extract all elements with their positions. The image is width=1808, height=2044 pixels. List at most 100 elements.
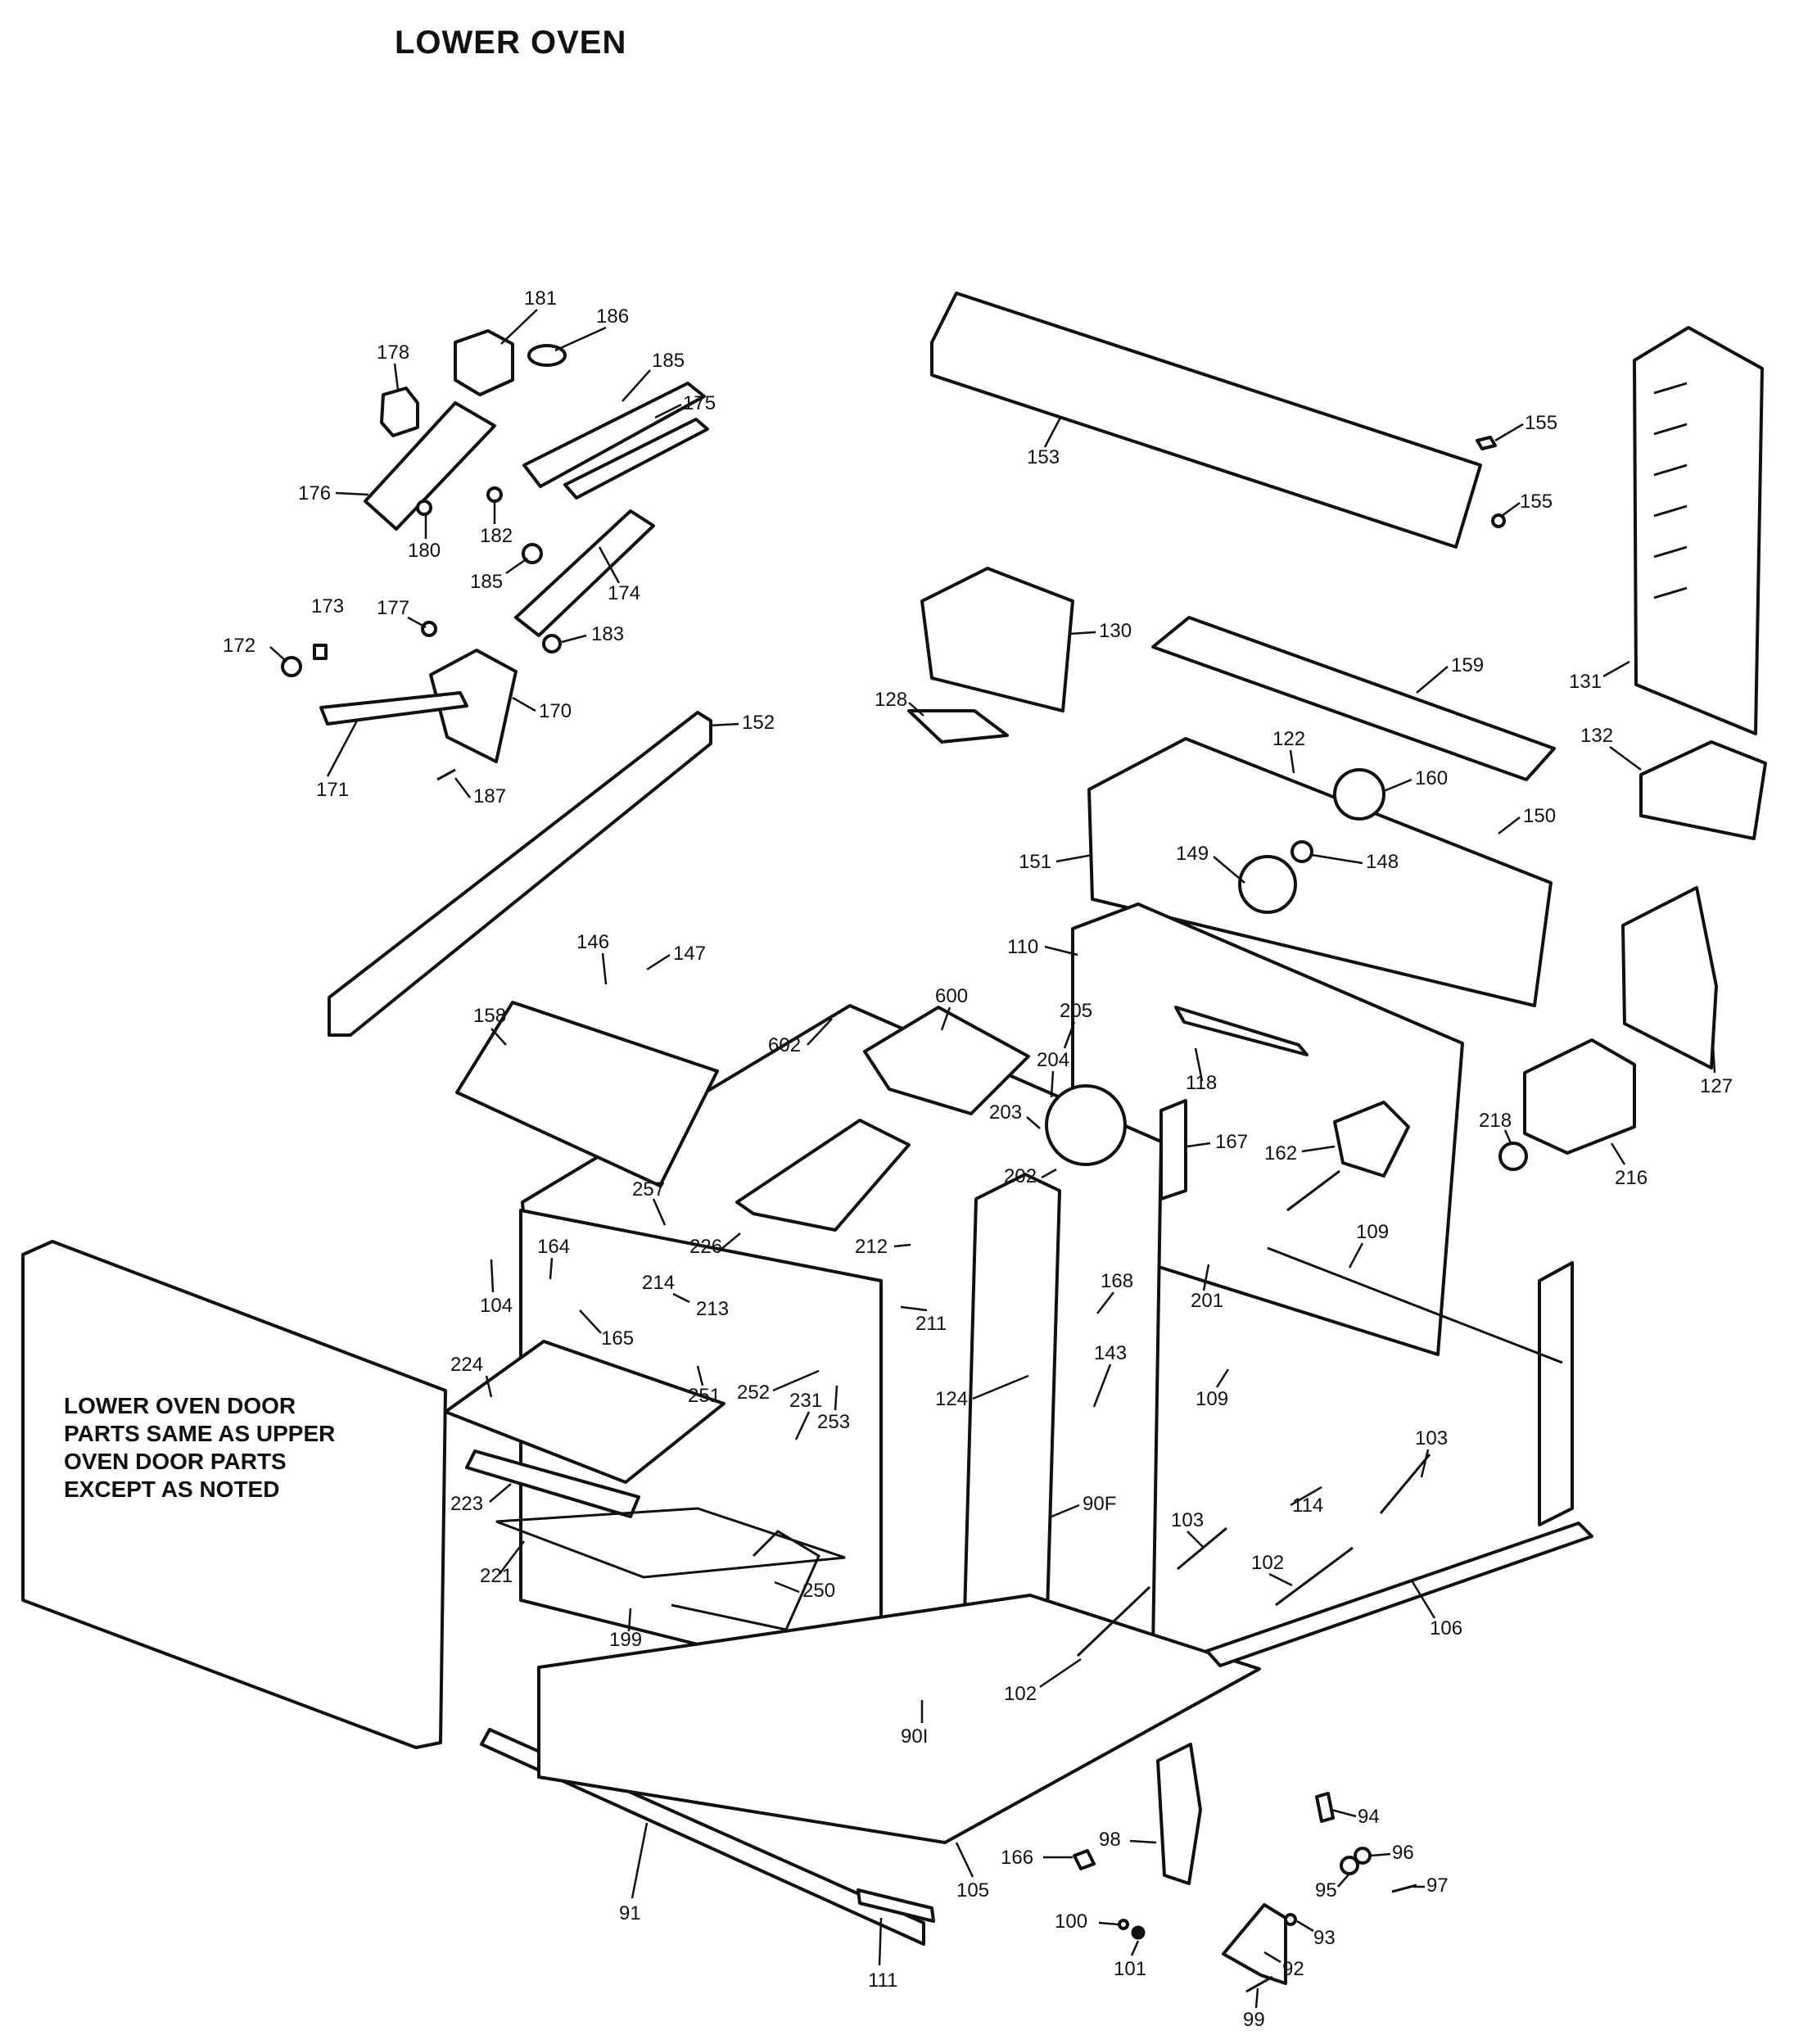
callout-160: 160	[1415, 767, 1448, 789]
part-223-rack	[465, 1449, 640, 1518]
callout-201: 201	[1191, 1290, 1223, 1312]
part-94-block	[1315, 1792, 1335, 1823]
part-103-spring	[1177, 1526, 1227, 1571]
callout-175: 175	[683, 392, 716, 414]
callout-155: 155	[1525, 412, 1557, 434]
part-103-spring-b	[1379, 1454, 1431, 1514]
callout-251: 251	[688, 1385, 721, 1407]
callout-94: 94	[1358, 1806, 1380, 1828]
callout-226: 226	[689, 1236, 722, 1258]
callout-132: 132	[1580, 725, 1613, 747]
callout-127: 127	[1700, 1075, 1733, 1097]
callout-130: 130	[1099, 620, 1132, 642]
part-181-motor	[454, 329, 514, 396]
leader-lines	[269, 309, 1716, 2009]
callout-143: 143	[1094, 1342, 1127, 1364]
callout-216: 216	[1615, 1167, 1648, 1189]
callout-109: 109	[1356, 1221, 1389, 1243]
part-226-broil-pan	[735, 1119, 911, 1232]
callout-122: 122	[1272, 728, 1305, 750]
callout-110: 110	[1007, 936, 1038, 958]
part-178-switch	[380, 387, 419, 437]
part-98-hinge	[1156, 1743, 1202, 1885]
callout-166: 166	[1001, 1847, 1033, 1869]
callout-213: 213	[696, 1298, 729, 1320]
part-172-nut	[281, 656, 302, 677]
door-note-line: EXCEPT AS NOTED	[64, 1476, 280, 1502]
callout-97: 97	[1426, 1874, 1449, 1897]
callout-124: 124	[935, 1388, 968, 1410]
callout-600: 600	[935, 985, 968, 1007]
oven-door-panel	[21, 1240, 447, 1749]
diagram-title: LOWER OVEN	[395, 25, 627, 61]
part-159-cover	[1151, 616, 1556, 781]
callout-602: 602	[768, 1034, 801, 1056]
callout-96: 96	[1392, 1842, 1414, 1864]
part-155-clip	[1476, 436, 1497, 450]
part-218-knob	[1498, 1142, 1528, 1171]
part-99-pin	[1245, 1975, 1273, 1993]
part-160-control	[1333, 768, 1385, 821]
callout-165: 165	[601, 1327, 634, 1350]
callout-212: 212	[855, 1236, 888, 1258]
part-183-grommet	[542, 634, 562, 653]
part-106-rail	[1205, 1522, 1593, 1667]
callout-257: 257	[632, 1178, 665, 1201]
callout-90F: 90F	[1083, 1493, 1116, 1515]
part-180-screw	[416, 500, 432, 516]
callout-203: 203	[989, 1101, 1022, 1124]
part-111-strip	[857, 1888, 935, 1923]
door-note-line: LOWER OVEN DOOR	[64, 1393, 296, 1418]
part-174-rail	[514, 509, 655, 637]
callout-252: 252	[737, 1382, 770, 1404]
callout-205: 205	[1060, 1000, 1092, 1022]
callout-170: 170	[539, 700, 572, 722]
part-130-box	[920, 567, 1074, 712]
door-note: LOWER OVEN DOOR PARTS SAME AS UPPER OVEN…	[64, 1392, 359, 1504]
part-101-nut	[1131, 1925, 1146, 1940]
part-97-pin	[1391, 1883, 1417, 1893]
part-162-thermostat	[1333, 1101, 1410, 1178]
part-93-screw	[1284, 1913, 1297, 1926]
part-102-spring	[1076, 1585, 1151, 1657]
latch-assembly	[281, 329, 709, 781]
callout-186: 186	[596, 305, 629, 328]
part-131-vent	[1633, 326, 1764, 735]
callout-202: 202	[1004, 1165, 1037, 1187]
callout-185: 185	[470, 571, 503, 593]
part-175-arm	[522, 382, 706, 488]
callout-211: 211	[915, 1313, 947, 1335]
part-150-panel	[1087, 737, 1553, 1007]
callout-148: 148	[1366, 851, 1399, 873]
part-167-bracket	[1159, 1099, 1187, 1201]
callout-98: 98	[1099, 1829, 1121, 1851]
part-frame-right	[1538, 1261, 1574, 1526]
callout-253: 253	[817, 1411, 850, 1433]
callout-187: 187	[473, 785, 506, 807]
callout-204: 204	[1037, 1049, 1069, 1071]
part-109-rod	[1267, 1246, 1563, 1364]
callout-176: 176	[298, 482, 331, 504]
callout-103: 103	[1415, 1427, 1448, 1449]
part-162-probe	[1286, 1169, 1340, 1212]
callout-167: 167	[1215, 1131, 1248, 1153]
callout-146: 146	[576, 931, 609, 953]
part-170-latch	[429, 649, 518, 763]
part-132-bracket	[1639, 740, 1767, 840]
part-224-pan	[444, 1340, 725, 1484]
part-185-spacer	[522, 543, 543, 564]
callout-223: 223	[450, 1493, 483, 1515]
part-149-fan	[1238, 855, 1297, 914]
callout-104: 104	[480, 1295, 513, 1317]
callout-150: 150	[1523, 805, 1556, 827]
callout-111: 111	[868, 1969, 897, 1992]
callout-153: 153	[1027, 446, 1060, 468]
part-96-roller	[1354, 1847, 1372, 1865]
part-166-clip	[1073, 1849, 1096, 1870]
callout-90I: 90I	[901, 1725, 928, 1748]
part-90F-side-panel	[963, 1173, 1061, 1643]
part-600-duct	[863, 1006, 1030, 1115]
callout-178: 178	[377, 341, 409, 364]
part-185-link	[563, 418, 709, 500]
part-173-clip	[313, 644, 328, 660]
